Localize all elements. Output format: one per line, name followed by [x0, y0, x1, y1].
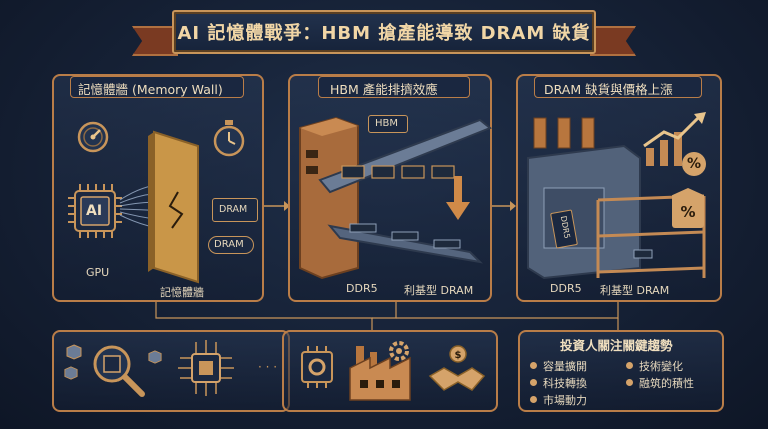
- percent-circle: %: [682, 152, 706, 176]
- gpu-label: GPU: [86, 266, 110, 279]
- down-arrow-icon: [446, 176, 470, 220]
- panel-hbm-header: [318, 76, 470, 98]
- wall-label: 記憶體牆: [160, 286, 204, 299]
- title-ribbon: AI 記憶體戰爭：HBM 搶產能導致 DRAM 缺貨: [172, 10, 596, 54]
- trend-item-1: 容量擴開: [530, 358, 587, 374]
- circuit-chip-icon: [178, 340, 234, 396]
- cube-icon: [66, 344, 82, 360]
- panel-memory-wall-label: 記憶體牆 (Memory Wall): [78, 82, 223, 97]
- panel-memory-wall-header: [70, 76, 244, 98]
- panel-shortage-label: DRAM 缺貨與價格上漲: [544, 82, 673, 97]
- dram-chip-text: DRAM: [219, 204, 248, 215]
- gauge-icon: [77, 121, 109, 153]
- chip-icon: [68, 184, 122, 238]
- handshake-icon: $: [428, 345, 486, 391]
- dram-tag: DRAM: [208, 236, 254, 254]
- conveyor-lower: [327, 223, 483, 264]
- trend-item-5: 市場動力: [530, 392, 587, 408]
- gear-icon: [389, 341, 409, 361]
- trend-item-3: 科技轉換: [530, 375, 587, 391]
- hbm-tag-text: HBM: [375, 118, 399, 129]
- percent-circle-text: %: [686, 156, 702, 172]
- shortage-ddr5-label: DDR5: [550, 282, 582, 295]
- shortage-legacy-label: 利基型 DRAM: [600, 284, 670, 297]
- panel-bottom-left: [52, 330, 290, 412]
- dram-chip: DRAM: [212, 198, 258, 222]
- price-tag-icon: %: [672, 188, 704, 228]
- connector-1-2: [264, 201, 290, 211]
- dram-tag-text: DRAM: [214, 239, 244, 250]
- magnifier-icon: [93, 345, 145, 397]
- stopwatch-icon: [213, 120, 245, 157]
- chip-gear-icon: [301, 346, 333, 388]
- hbm-tag: HBM: [368, 115, 408, 133]
- conveyor-upper: [318, 118, 492, 194]
- page-title: AI 記憶體戰爭：HBM 搶產能導致 DRAM 缺貨: [177, 23, 591, 44]
- factory-icon: [349, 346, 411, 401]
- memory-wall-slab: [148, 130, 199, 284]
- coin-icon: $: [455, 350, 462, 361]
- trend-item-4: 融筑的積性: [626, 375, 694, 391]
- cube-icon-2: [64, 366, 78, 380]
- hbm-ddr5-label: DDR5: [346, 282, 378, 295]
- panel-hbm-label: HBM 產能排擠效應: [330, 82, 438, 97]
- connector-2-3: [492, 201, 516, 211]
- trend-item-2: 技術變化: [626, 358, 683, 374]
- chip-ai-text: AI: [86, 203, 103, 219]
- panel-shortage-header: [534, 76, 702, 98]
- cube-icon-3: [148, 350, 162, 364]
- dots: · · ·: [258, 360, 278, 374]
- hbm-legacy-label: 利基型 DRAM: [404, 284, 474, 297]
- trends-title: 投資人關注關鍵趨勢: [560, 338, 673, 353]
- price-tag-text: %: [680, 203, 696, 221]
- trend-chart-icon: [643, 112, 706, 166]
